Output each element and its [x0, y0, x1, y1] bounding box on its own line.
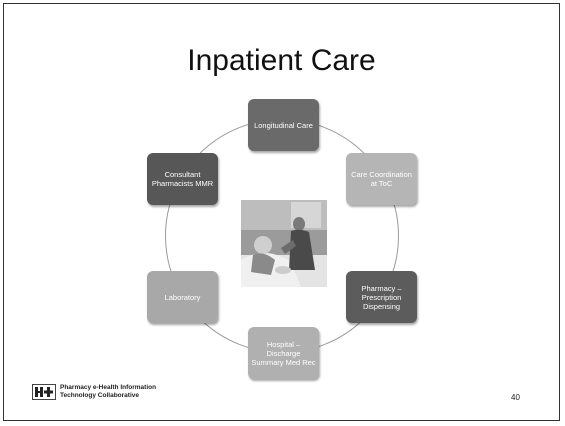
- node-longitudinal-care: Longitudinal Care: [248, 99, 319, 151]
- node-laboratory: Laboratory: [147, 271, 218, 323]
- photo-illustration: [241, 200, 327, 287]
- node-pharmacy-dispensing: Pharmacy – Prescription Dispensing: [346, 271, 417, 323]
- page-number: 40: [511, 393, 520, 402]
- center-photo: [241, 200, 327, 287]
- logo-icon: [35, 387, 53, 397]
- logo-mark: [32, 384, 56, 400]
- footer-logo: Pharmacy e-Health Information Technology…: [32, 384, 156, 400]
- node-hospital-discharge: Hospital – Discharge Summary Med Rec: [248, 327, 319, 379]
- node-care-coordination: Care Coordination at ToC: [346, 153, 417, 205]
- slide-title: Inpatient Care: [187, 44, 376, 77]
- logo-text: Pharmacy e-Health Information Technology…: [60, 384, 156, 400]
- logo-line-2: Technology Collaborative: [60, 392, 139, 399]
- logo-line-1: Pharmacy e-Health Information: [60, 384, 157, 391]
- node-consultant-pharmacists: Consultant Pharmacists MMR: [147, 153, 218, 205]
